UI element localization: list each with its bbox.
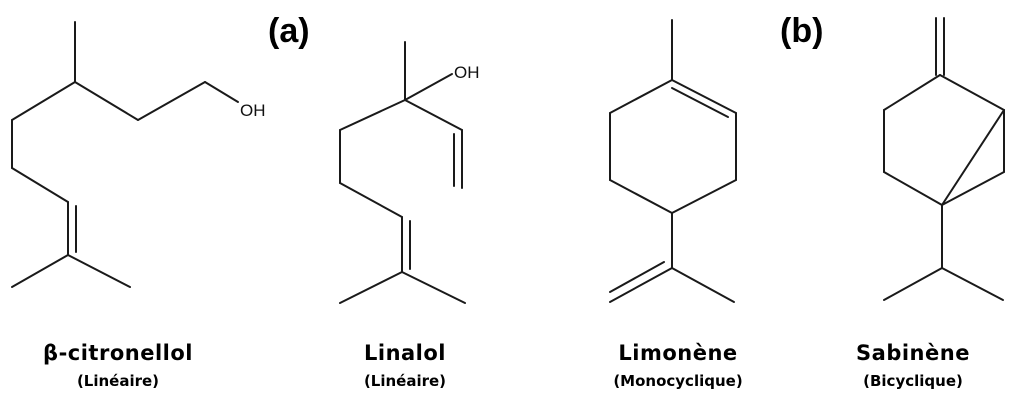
panel-label-b: (b) bbox=[780, 12, 824, 50]
limonene-class: (Monocyclique) bbox=[613, 372, 743, 390]
limonene-caption: Limonène (Monocyclique) bbox=[568, 340, 788, 392]
structures-svg bbox=[11, 17, 1005, 304]
panel-label-a: (a) bbox=[268, 12, 310, 50]
limonene-name: Limonène bbox=[618, 341, 738, 365]
sabinene-class: (Bicyclique) bbox=[863, 372, 963, 390]
linalol-class: (Linéaire) bbox=[363, 372, 447, 390]
citronellol-caption: β-citronellol (Linéaire) bbox=[8, 340, 228, 392]
linalol-structure bbox=[339, 41, 466, 304]
sabinene-caption: Sabinène (Bicyclique) bbox=[803, 340, 1023, 392]
linalol-caption: Linalol (Linéaire) bbox=[295, 340, 515, 392]
citronellol-name: β-citronellol bbox=[43, 341, 193, 365]
citronellol-structure bbox=[11, 21, 239, 288]
citronellol-oh-label: OH bbox=[240, 101, 266, 120]
linalol-oh-label: OH bbox=[454, 63, 480, 82]
citronellol-class: (Linéaire) bbox=[76, 372, 160, 390]
linalol-name: Linalol bbox=[363, 341, 447, 365]
sabinene-structure bbox=[883, 17, 1005, 301]
limonene-structure bbox=[609, 19, 737, 303]
sabinene-name: Sabinène bbox=[856, 341, 970, 365]
